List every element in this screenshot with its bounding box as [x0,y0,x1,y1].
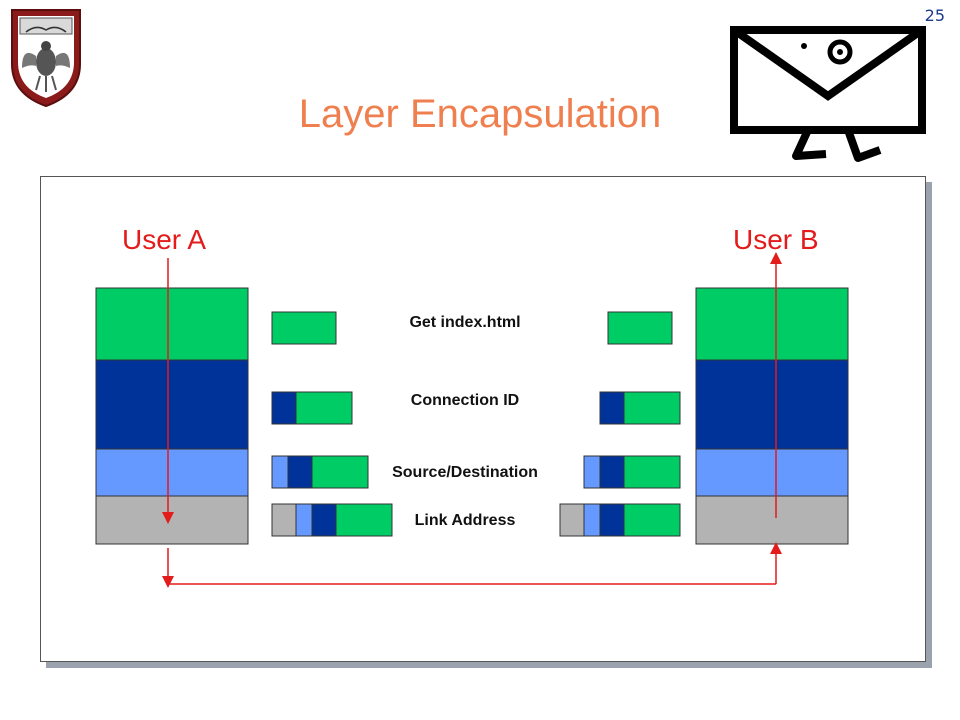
packet-right-link-transport [599,503,625,537]
stack-b-link-layer [695,495,849,545]
packet-right-link-network [583,503,601,537]
user-b-label: User B [733,224,819,255]
envelope-mascot-icon [730,26,926,162]
packet-right-network-data [623,455,681,489]
stack-b-application-layer [695,287,849,361]
packet-left-network-transport [287,455,313,489]
packet-left-network-header [271,455,289,489]
label-link: Link Address [414,512,516,529]
packets-right [559,311,681,537]
university-seal-icon [11,9,81,108]
packet-right-network-transport [599,455,625,489]
flow-arrows [162,252,782,588]
packet-left-app-data [271,311,337,345]
packet-left-link-data [335,503,393,537]
label-network: Source/Destination [392,464,538,481]
stack-a-transport-layer [95,359,249,450]
packet-right-network-header [583,455,601,489]
stack-b-network-layer [695,448,849,497]
slide-number: 25 [924,6,945,25]
label-application: Get index.html [409,314,521,331]
packet-left-link-transport [311,503,337,537]
packet-right-link-header [559,503,585,537]
packet-left-network-data [311,455,369,489]
packet-right-app-data [607,311,673,345]
packet-left-transport-header [271,391,297,425]
stack-user-a [95,287,249,545]
slide-title: Layer Encapsulation [298,92,662,136]
stack-a-application-layer [95,287,249,361]
packet-left-transport-data [295,391,353,425]
stack-user-b [695,287,849,545]
stack-b-transport-layer [695,359,849,450]
packet-left-link-network [295,503,313,537]
packet-right-transport-header [599,391,625,425]
stack-a-network-layer [95,448,249,497]
packet-left-link-header [271,503,297,537]
user-a-label: User A [122,224,207,255]
packets-left [271,311,393,537]
packet-right-link-data [623,503,681,537]
packet-right-transport-data [623,391,681,425]
label-transport: Connection ID [410,392,520,409]
stack-a-link-layer [95,495,249,545]
